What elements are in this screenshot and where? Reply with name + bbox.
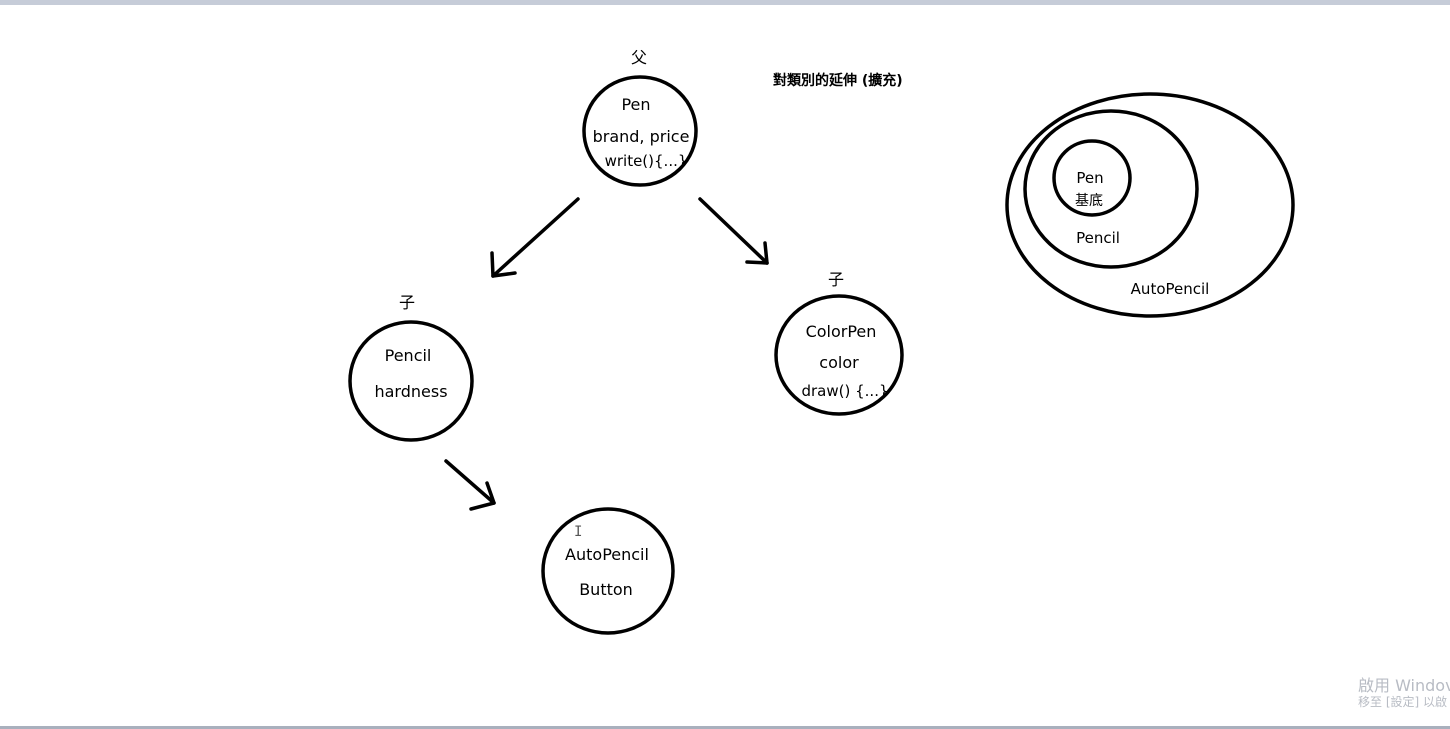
colorpen-name: ColorPen: [805, 322, 877, 341]
node-colorpen-circle: [774, 294, 904, 416]
autopencil-name: AutoPencil: [565, 545, 649, 564]
child-label-left: 子: [398, 293, 416, 312]
node-pencil-circle: [348, 320, 474, 442]
venn-outer-ellipse: [1005, 92, 1295, 318]
pen-fields: brand, price: [592, 127, 690, 146]
bottom-window-edge: [0, 726, 1450, 729]
venn-inner-name: Pen: [1076, 169, 1104, 187]
activation-watermark-line2: 移至 [設定] 以啟: [1358, 695, 1447, 709]
venn-middle-label: Pencil: [1076, 229, 1120, 247]
venn-middle-ellipse: [1023, 109, 1199, 269]
arrow-pen-to-colorpen: [698, 197, 769, 265]
arrow-pen-to-pencil: [490, 197, 580, 278]
arrow-pencil-to-autopencil: [444, 459, 496, 511]
venn-inner-circle: [1052, 139, 1132, 217]
activation-watermark-line1: 啟用 Windov: [1358, 676, 1450, 695]
parent-label: 父: [630, 48, 648, 67]
autopencil-fields: Button: [579, 580, 633, 599]
top-window-edge: [0, 0, 1450, 5]
child-label-right: 子: [827, 270, 845, 289]
pencil-fields: hardness: [374, 382, 448, 401]
pen-name: Pen: [621, 95, 651, 114]
diagram-title: 對類別的延伸 (擴充): [773, 73, 903, 89]
text-cursor-icon: I: [574, 524, 583, 540]
node-pen-circle: [582, 75, 698, 187]
node-autopencil-circle: [541, 507, 675, 635]
venn-inner-sub: 基底: [1075, 193, 1103, 209]
venn-outer-label: AutoPencil: [1130, 280, 1210, 298]
pen-method: write(){...}: [604, 152, 688, 170]
pencil-name: Pencil: [384, 346, 432, 365]
colorpen-method: draw() {...}: [801, 382, 889, 400]
colorpen-fields: color: [819, 353, 859, 372]
